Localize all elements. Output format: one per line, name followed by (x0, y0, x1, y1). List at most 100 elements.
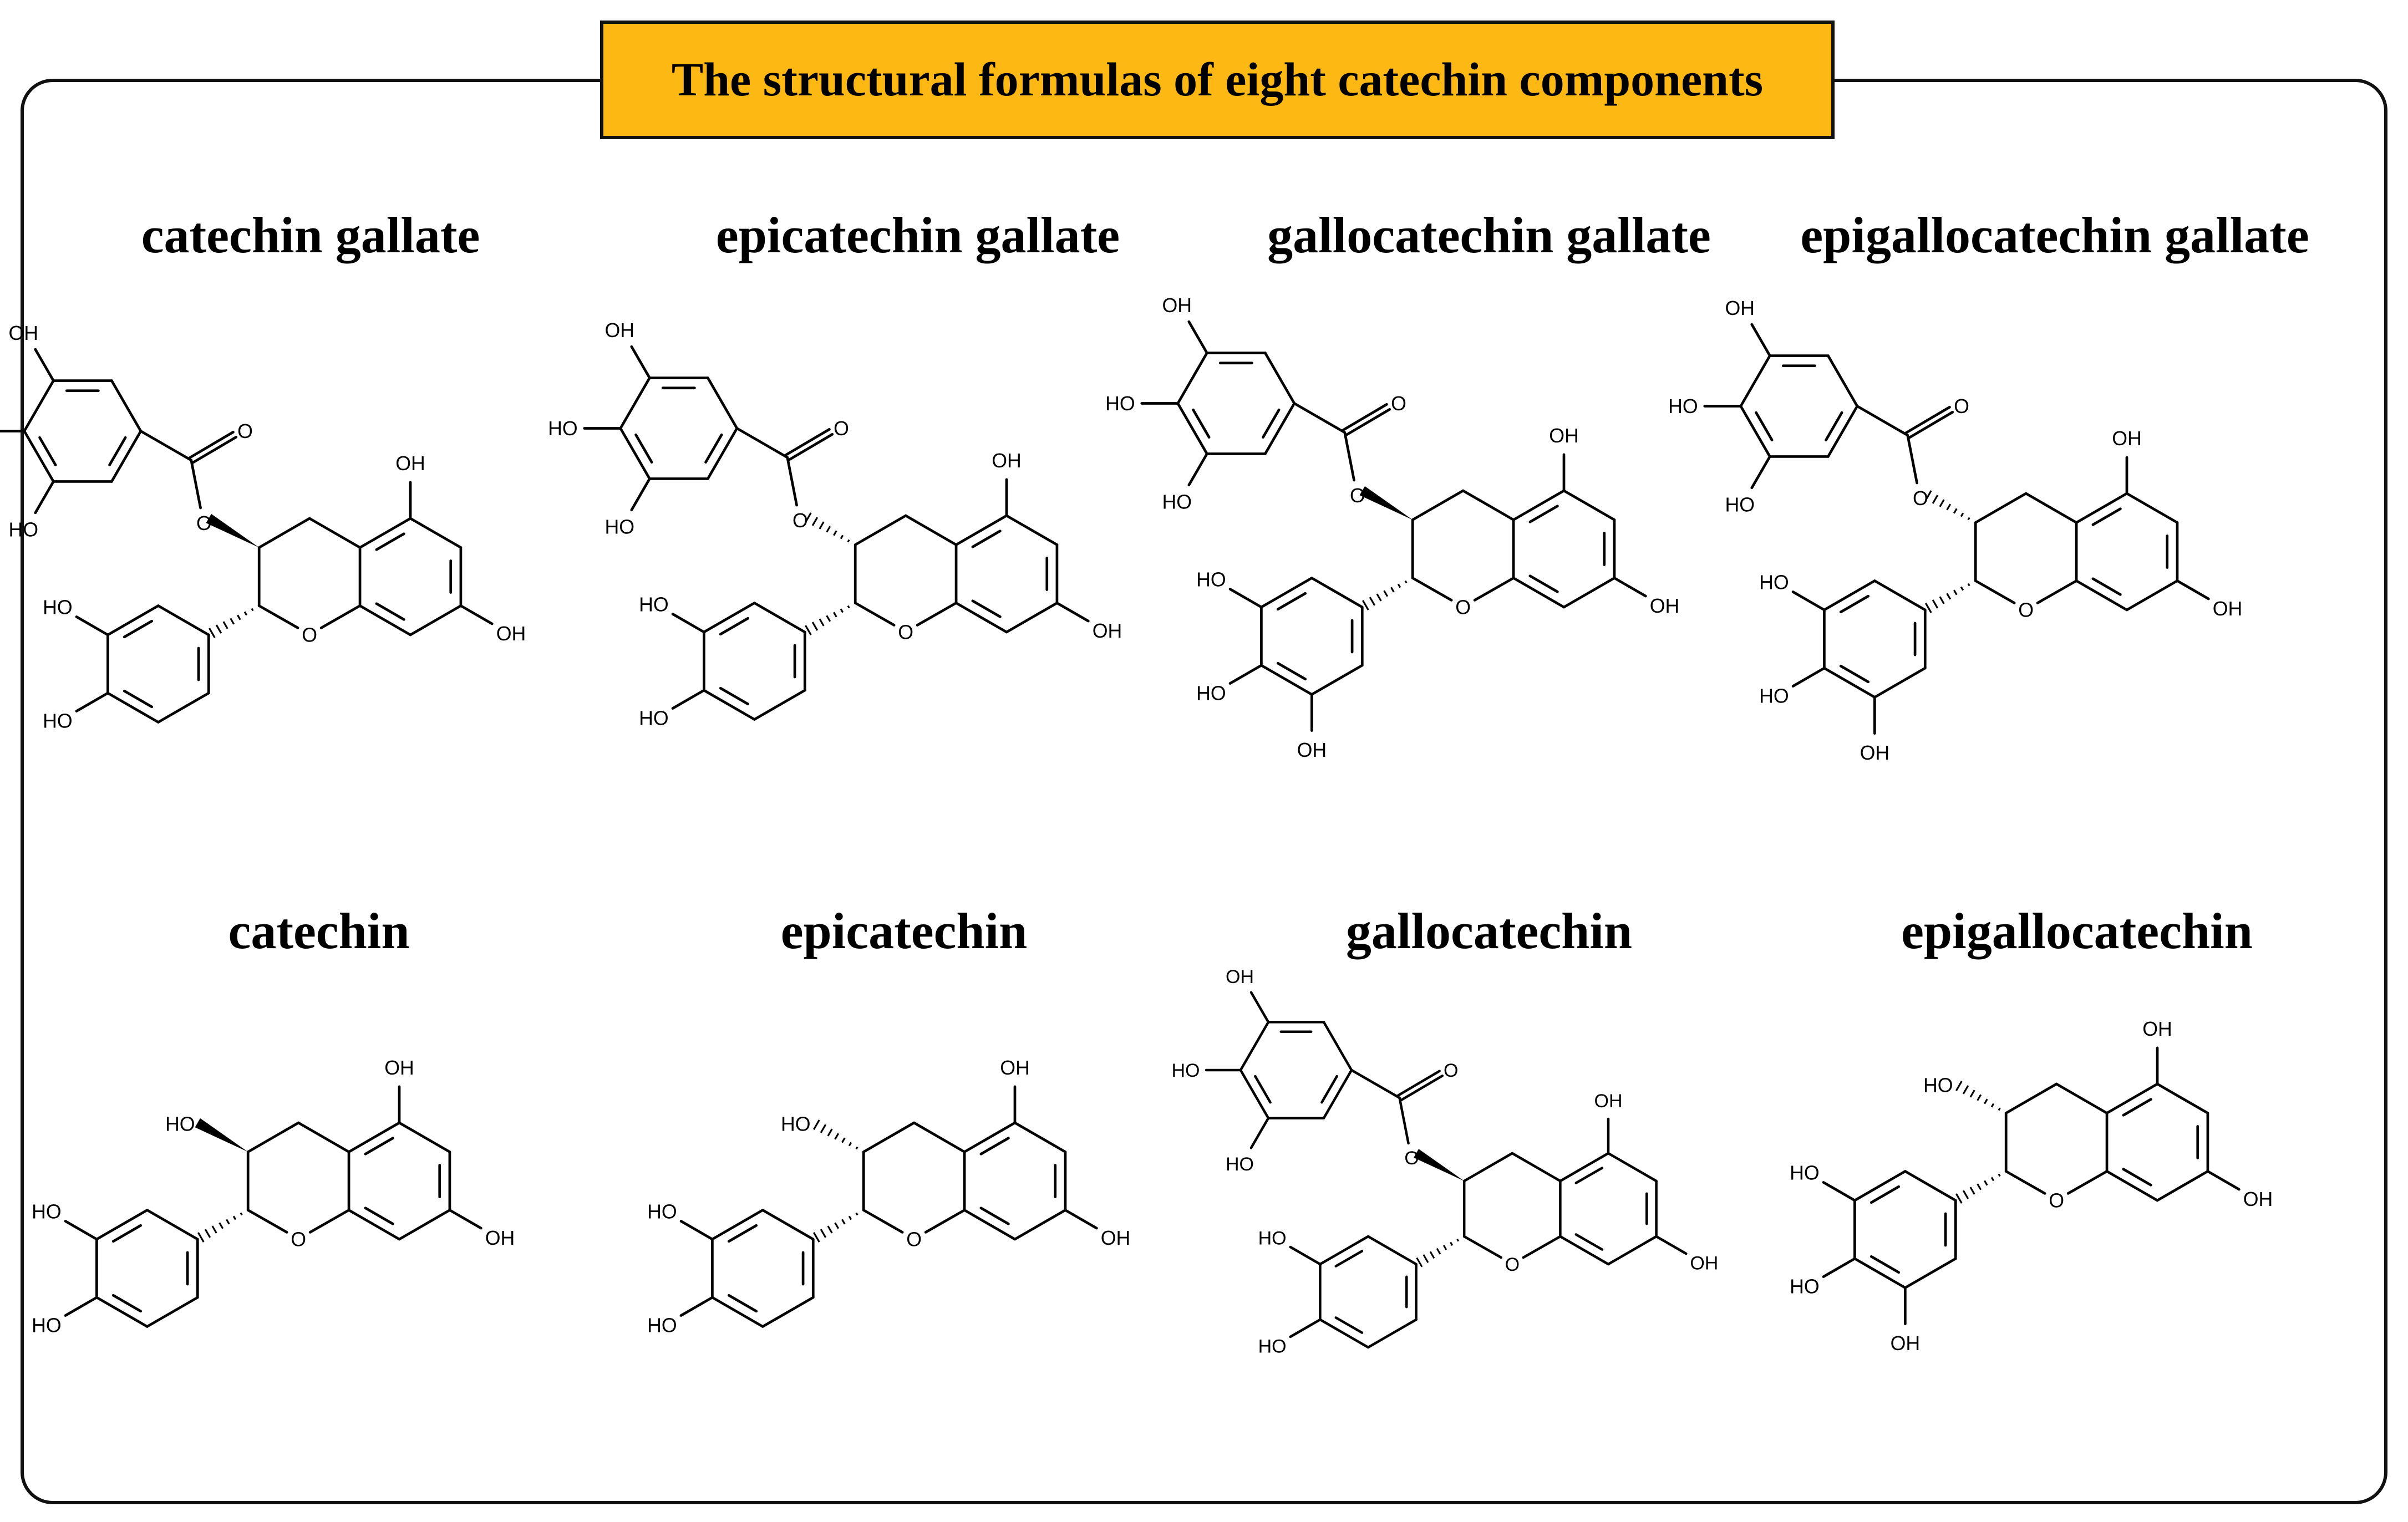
hydroxyl-label: OH (2112, 427, 2142, 450)
hydroxyl-label: OH (1690, 1253, 1718, 1274)
bond (2055, 1082, 2109, 1114)
hydroxyl-label: OH (2213, 598, 2243, 620)
bond (2176, 579, 2210, 600)
hydroxyl-label: HO (1790, 1162, 1820, 1184)
bond (1343, 431, 1355, 482)
bond (1853, 1257, 1907, 1289)
bond (2024, 492, 2078, 524)
bond (2066, 1170, 2109, 1195)
bond (1974, 492, 2028, 524)
bond (246, 1209, 288, 1234)
bond (1293, 402, 1347, 434)
hash-bond (833, 530, 837, 536)
hash-bond (1369, 597, 1376, 606)
compound-title: gallocatechin gallate (1267, 207, 1711, 263)
hash-bond (847, 539, 850, 543)
hash-bond (1436, 1248, 1441, 1255)
bond (954, 602, 1008, 634)
bond (1249, 991, 1270, 1024)
bond (1276, 661, 1307, 681)
bond (1289, 1318, 1322, 1338)
bond (347, 1121, 401, 1153)
hash-bond (848, 1215, 852, 1220)
bond (727, 1294, 758, 1313)
bond (1322, 1021, 1353, 1072)
ring-oxygen-label: O (2049, 1190, 2064, 1212)
bond (679, 1220, 714, 1241)
bond (1739, 405, 1771, 458)
bond (108, 436, 127, 466)
bond (358, 517, 412, 549)
bond (1263, 352, 1296, 405)
carbonyl-oxygen-label: O (237, 420, 253, 442)
hash-bond (1404, 580, 1408, 584)
bond (1254, 1075, 1272, 1104)
bond (1791, 591, 1826, 612)
bond (156, 604, 210, 637)
bond (954, 514, 1008, 546)
bond (1856, 405, 1909, 437)
bond (904, 514, 958, 546)
hash-bond (230, 618, 235, 625)
bond (409, 604, 463, 637)
bond (1791, 666, 1826, 688)
bond (2122, 1098, 2152, 1117)
bond (1310, 664, 1364, 696)
hydroxyl-label: OH (8, 322, 38, 344)
hash-bond (819, 618, 825, 627)
ring-oxygen-label: O (302, 624, 317, 647)
hash-bond (855, 1212, 858, 1216)
bond (1005, 514, 1059, 546)
hash-bond (813, 1232, 820, 1243)
hydroxyl-label: HO (32, 1201, 62, 1223)
bond (1528, 574, 1559, 593)
hash-bond (243, 611, 248, 616)
hash-bond (820, 1229, 827, 1238)
bond (719, 686, 750, 706)
hash-bond (813, 1119, 820, 1130)
bond (364, 1207, 394, 1225)
hydroxyl-label: HO (639, 707, 669, 729)
hydroxyl-label: HO (647, 1201, 677, 1223)
bond (862, 1209, 904, 1234)
hash-bond (820, 1124, 827, 1133)
bond (1823, 579, 1876, 612)
hash-bond (1925, 603, 1932, 613)
hash-bond (1939, 596, 1945, 604)
hydroxyl-label: HO (1171, 1060, 1200, 1081)
outer-frame (21, 79, 2387, 1504)
bond (630, 345, 651, 379)
bond (916, 602, 958, 627)
hash-bond (1969, 1187, 1975, 1195)
hydroxyl-label: HO (647, 1314, 677, 1336)
bond (1013, 1121, 1067, 1153)
ester-oxygen-label: O (1350, 485, 1365, 507)
bond (963, 1209, 1017, 1241)
hydroxyl-label: HO (1105, 393, 1135, 415)
hash-bond (834, 1222, 840, 1229)
bond (1655, 1235, 1688, 1255)
bond (347, 1209, 401, 1241)
bond (1839, 664, 1870, 684)
bond (1826, 354, 1859, 408)
bond (1366, 1235, 1418, 1266)
hydroxyl-label: OH (2243, 1188, 2273, 1210)
bond (1822, 1181, 1856, 1202)
bond (1350, 1068, 1401, 1099)
bond (786, 456, 798, 507)
bond (619, 427, 651, 480)
hash-bond (1990, 1103, 1995, 1108)
bond (1826, 405, 1859, 458)
bond (1411, 489, 1465, 521)
bond (1873, 666, 1927, 699)
bond (398, 1121, 451, 1153)
hash-bond (1953, 508, 1958, 514)
bond (1263, 402, 1296, 455)
bond (2125, 492, 2179, 524)
bond (912, 1121, 966, 1153)
bond (1522, 1235, 1562, 1259)
hash-bond (237, 614, 241, 620)
